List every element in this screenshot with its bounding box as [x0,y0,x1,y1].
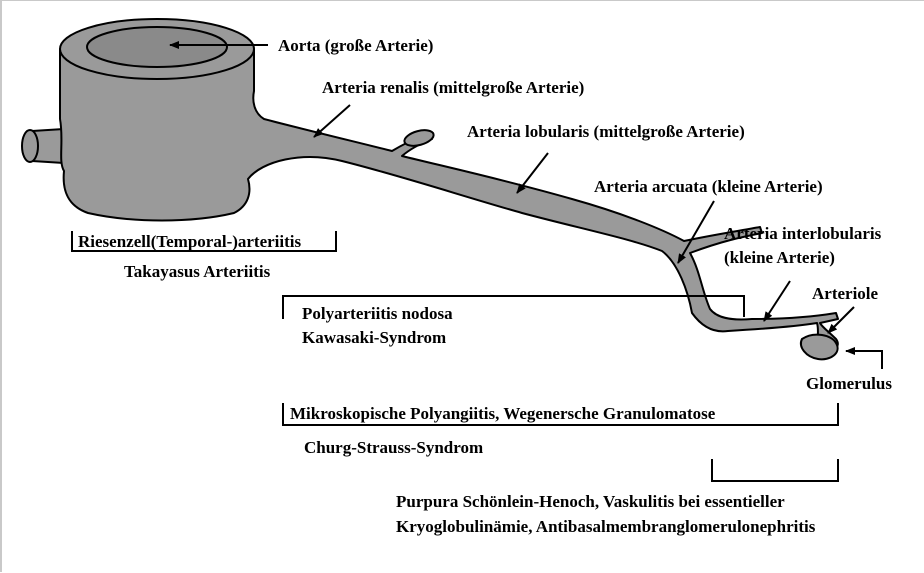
label-interlobularis-line1: Arteria interlobularis [724,224,882,243]
glomerulus-shape [801,335,838,360]
label-renalis: Arteria renalis (mittelgroße Arterie) [322,78,584,97]
arrow-arcuata [678,201,714,263]
disease-medium-line1: Polyarteriitis nodosa [302,304,453,323]
arrow-glomerulus [846,351,882,369]
disease-capillary-line2: Kryoglobulinämie, Antibasalmembranglomer… [396,517,816,536]
disease-large-line2: Takayasus Arteriitis [124,262,271,281]
aorta-side-branch-opening [22,130,38,162]
disease-small-line1: Mikroskopische Polyangiitis, Wegenersche… [290,404,716,423]
bracket-capillary [712,459,838,481]
lobularis-branch-opening [403,127,436,148]
arrow-renalis [314,105,350,137]
label-aorta: Aorta (große Arterie) [278,36,433,55]
disease-small-line2: Churg-Strauss-Syndrom [304,438,483,457]
label-lobularis: Arteria lobularis (mittelgroße Arterie) [467,122,745,141]
disease-large-line1: Riesenzell(Temporal-)arteriitis [78,232,302,251]
disease-medium-line2: Kawasaki-Syndrom [302,328,446,347]
arrow-lobularis [517,153,548,193]
disease-capillary-line1: Purpura Schönlein-Henoch, Vaskulitis bei… [396,492,785,511]
label-interlobularis-line2: (kleine Arterie) [724,248,835,267]
arrow-interlobularis [764,281,790,321]
label-arteriole: Arteriole [812,284,879,303]
label-arcuata: Arteria arcuata (kleine Arterie) [594,177,823,196]
aorta-lumen [87,27,227,67]
label-glomerulus: Glomerulus [806,374,892,393]
